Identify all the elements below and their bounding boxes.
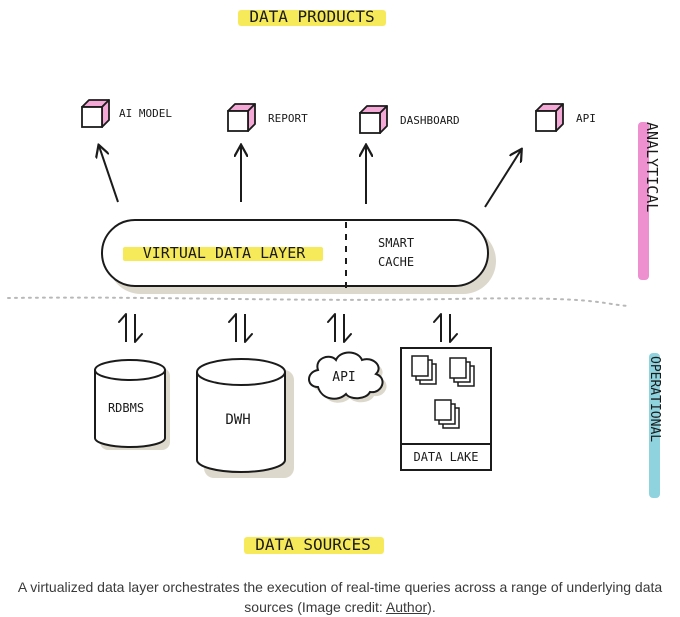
data-sources-heading: DATA SOURCES [244,535,384,554]
operational-highlight [649,353,660,498]
arrow-to-ai-model [99,146,119,203]
analytical-side-label: ANALYTICAL [638,122,661,280]
product-label-report: REPORT [268,112,308,125]
dwh-cylinder-top [196,358,286,386]
file-stack-icon-2 [449,357,475,387]
arrow-to-api [484,150,521,208]
heading-highlight [238,10,386,26]
product-dashboard: DASHBOARD [359,105,460,134]
api-cloud-icon [308,351,384,400]
rdbms-label: RDBMS [108,401,144,415]
caption-text: A virtualized data layer orchestrates th… [17,579,663,615]
source-api: API [308,351,387,403]
data-products-title: DATA PRODUCTS [249,7,374,26]
rdbms-cylinder-body [94,370,166,448]
product-api: API [535,103,596,132]
source-dwh: DWH [196,358,294,478]
product-report: REPORT [227,103,308,132]
analytical-operational-boundary [7,296,629,307]
product-arrows [99,146,521,208]
diagram: DATA PRODUCTS AI MODEL REPORT DASHBOARD … [7,7,662,554]
data-sources-title: DATA SOURCES [255,535,371,554]
data-products-heading: DATA PRODUCTS [238,7,386,26]
source-rdbms: RDBMS [94,359,170,450]
dwh-label: DWH [225,412,250,428]
operational-side-label: OPERATIONAL [647,353,662,498]
virtual-data-layer: VIRTUAL DATA LAYER SMART CACHE [101,219,496,294]
updown-arrow-dwh-icon [228,313,253,343]
analytical-highlight [638,122,649,280]
rdbms-cylinder-top [94,359,166,381]
smart-cache-label-line1: SMART [378,236,414,250]
product-ai-model: AI MODEL [81,99,172,128]
virtual-data-layer-label: VIRTUAL DATA LAYER [143,244,307,262]
caption-end: ). [427,599,436,615]
figure-caption: A virtualized data layer orchestrates th… [10,577,670,617]
file-stack-icon-1 [411,355,437,385]
report-cube-icon [227,103,256,132]
product-label-ai-model: AI MODEL [119,107,172,120]
source-data-lake: DATA LAKE [400,347,492,471]
analytical-label: ANALYTICAL [643,122,661,212]
author-link[interactable]: Author [385,599,428,615]
sources-heading-highlight [244,537,384,554]
product-label-dashboard: DASHBOARD [400,114,460,127]
data-lake-label: DATA LAKE [413,450,478,464]
layer-highlight [123,247,323,261]
ai-model-cube-icon [81,99,110,128]
updown-arrow-rdbms-icon [118,313,143,343]
operational-label: OPERATIONAL [647,356,662,442]
dashboard-cube-icon [359,105,388,134]
api-source-label: API [332,370,355,385]
updown-arrow-data-lake-icon [433,313,458,343]
dwh-cylinder-body [196,372,286,473]
product-label-api: API [576,112,596,125]
bidirectional-arrows [118,313,458,343]
file-stack-icon-3 [434,399,460,429]
api-cube-icon [535,103,564,132]
updown-arrow-api-icon [327,313,352,343]
smart-cache-label-line2: CACHE [378,255,414,269]
